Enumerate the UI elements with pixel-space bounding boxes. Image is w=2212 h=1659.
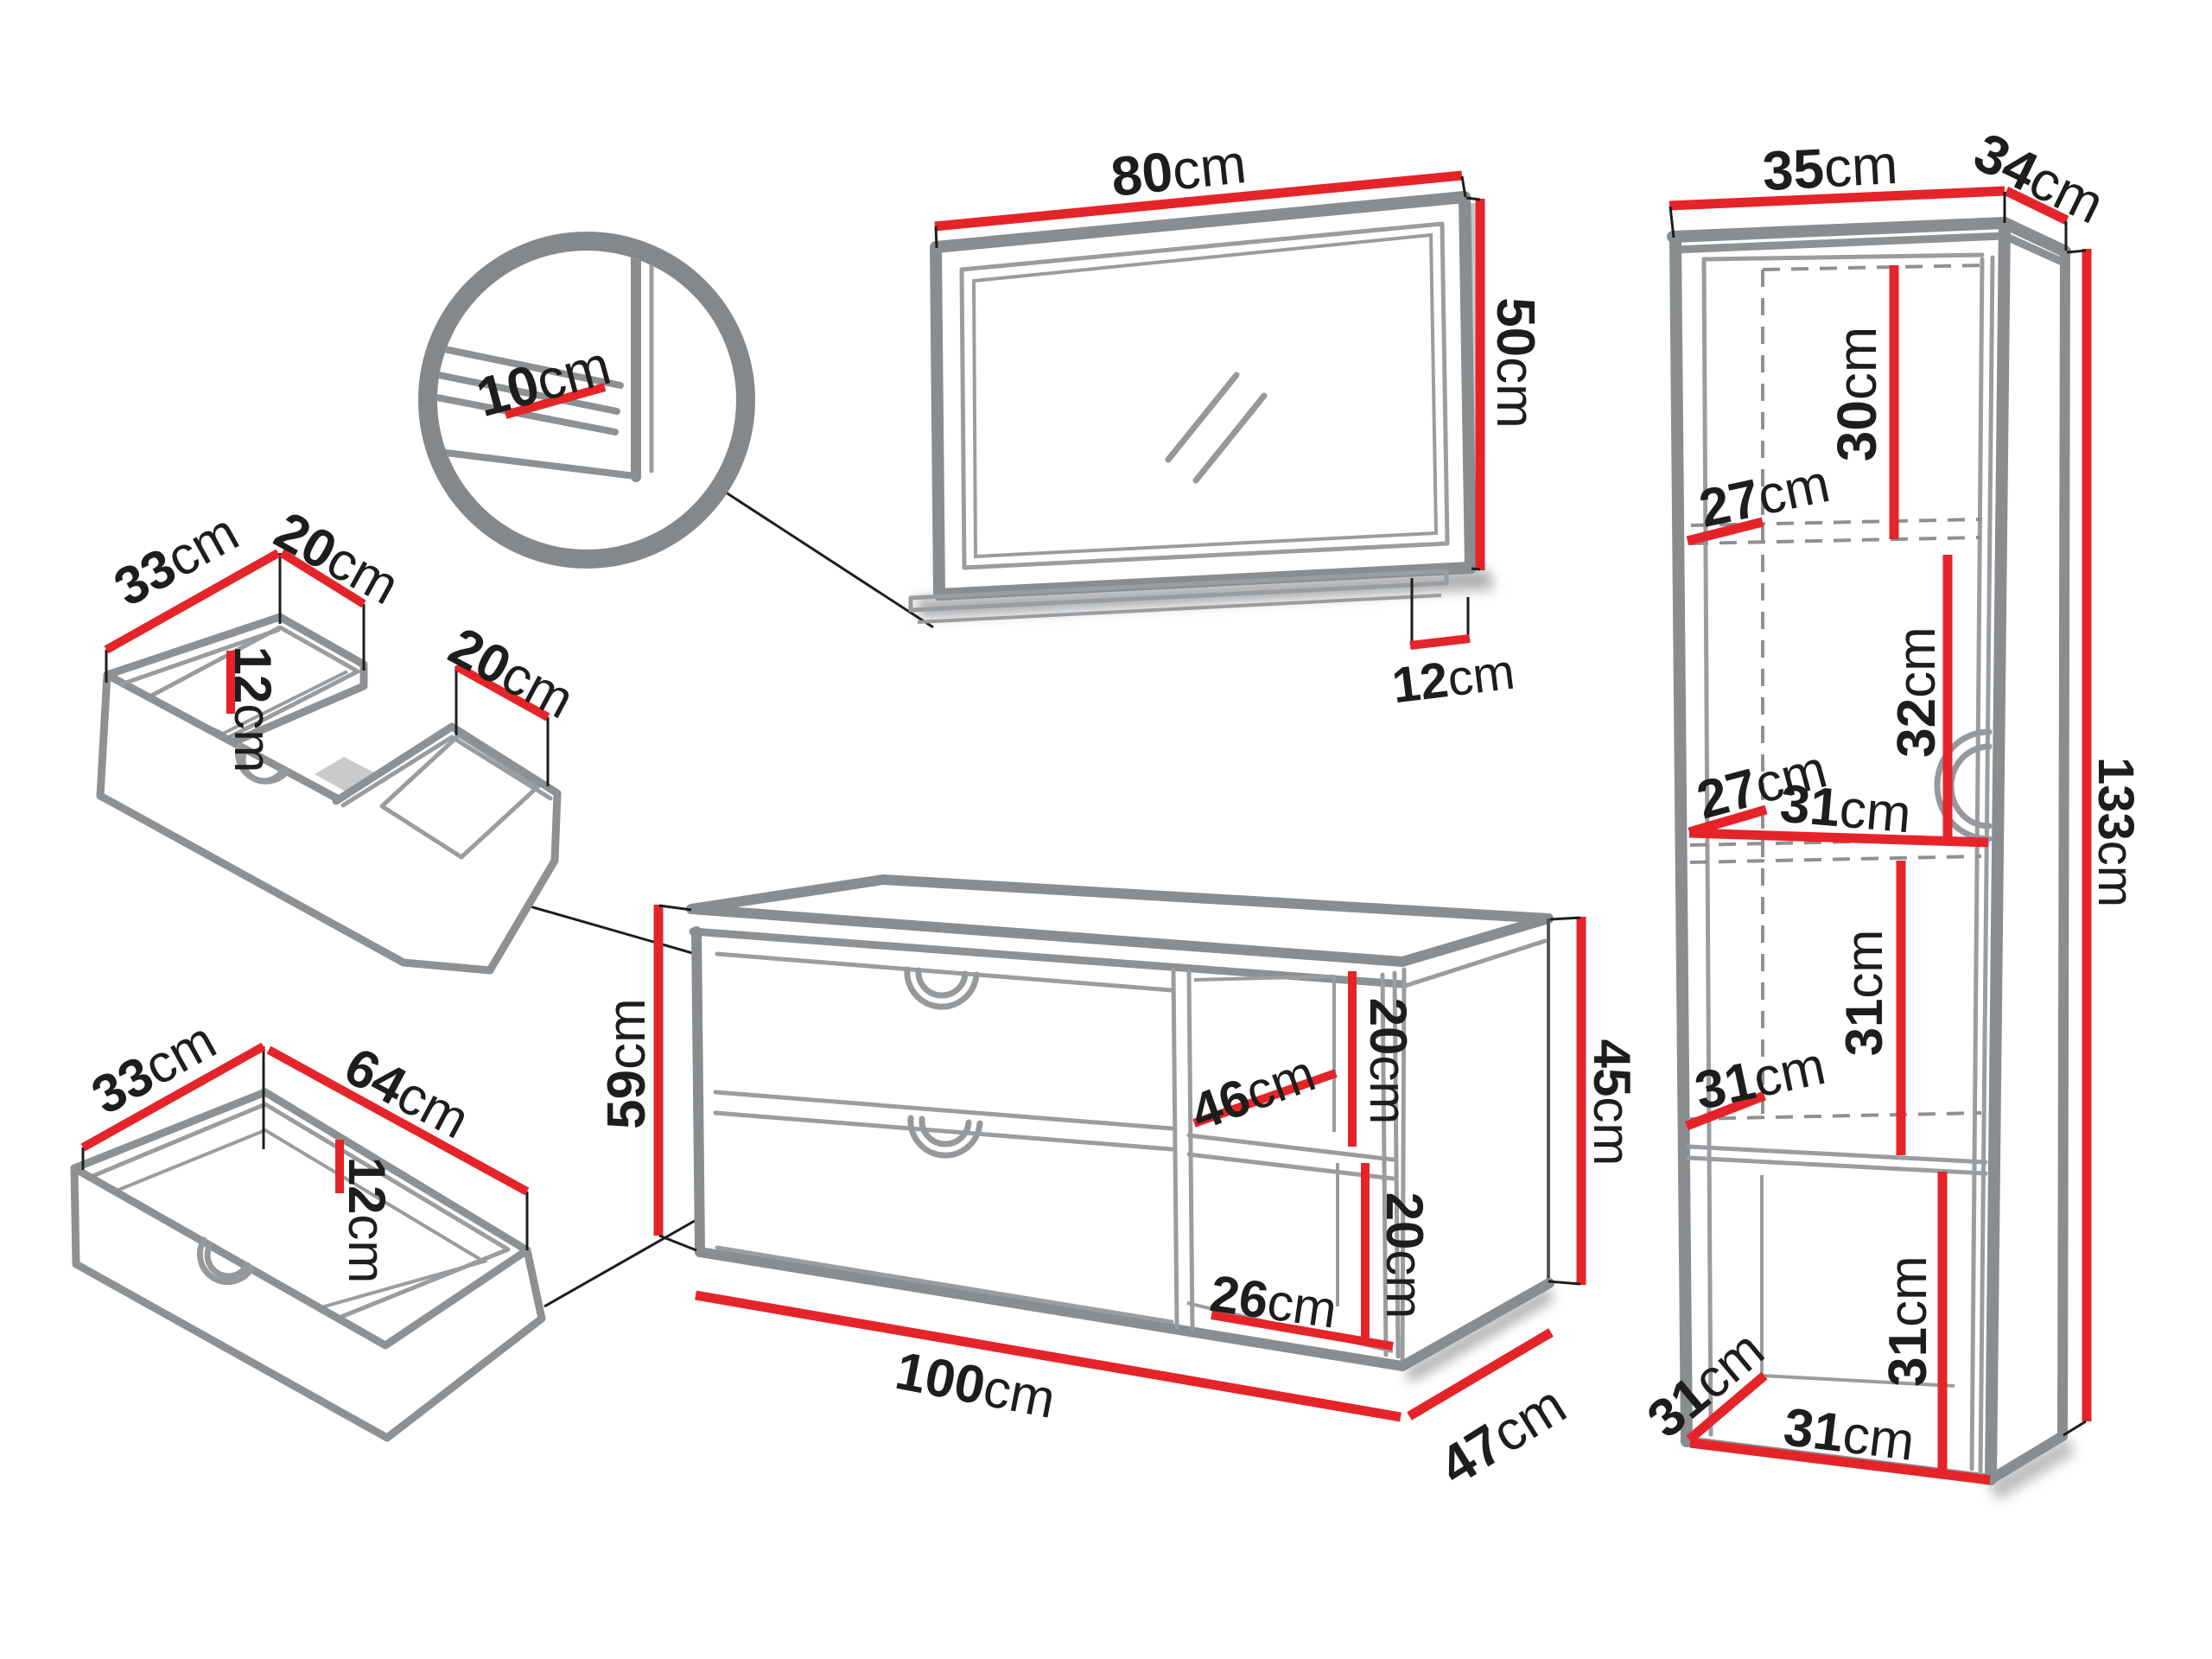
- svg-text:12cm: 12cm: [224, 646, 282, 773]
- svg-text:26cm: 26cm: [1207, 1264, 1341, 1339]
- svg-text:10cm: 10cm: [470, 334, 617, 429]
- svg-text:31cm: 31cm: [1690, 1036, 1831, 1122]
- svg-text:31cm: 31cm: [1777, 774, 1913, 845]
- svg-text:59cm: 59cm: [597, 998, 657, 1129]
- svg-text:27cm: 27cm: [1694, 454, 1835, 539]
- svg-text:31cm: 31cm: [1878, 1255, 1938, 1387]
- svg-text:20cm: 20cm: [1376, 1192, 1433, 1319]
- svg-text:12cm: 12cm: [1389, 644, 1518, 715]
- svg-text:35cm: 35cm: [1761, 133, 1899, 202]
- svg-text:133cm: 133cm: [2088, 757, 2144, 907]
- svg-text:45cm: 45cm: [1583, 1039, 1641, 1166]
- svg-text:12cm: 12cm: [338, 1157, 396, 1284]
- svg-text:31cm: 31cm: [1780, 1397, 1917, 1472]
- svg-text:30cm: 30cm: [1826, 327, 1888, 462]
- svg-text:20cm: 20cm: [1359, 998, 1417, 1125]
- svg-text:50cm: 50cm: [1485, 297, 1545, 429]
- svg-text:31cm: 31cm: [1835, 930, 1893, 1057]
- svg-text:32cm: 32cm: [1887, 626, 1947, 758]
- svg-text:80cm: 80cm: [1108, 132, 1249, 208]
